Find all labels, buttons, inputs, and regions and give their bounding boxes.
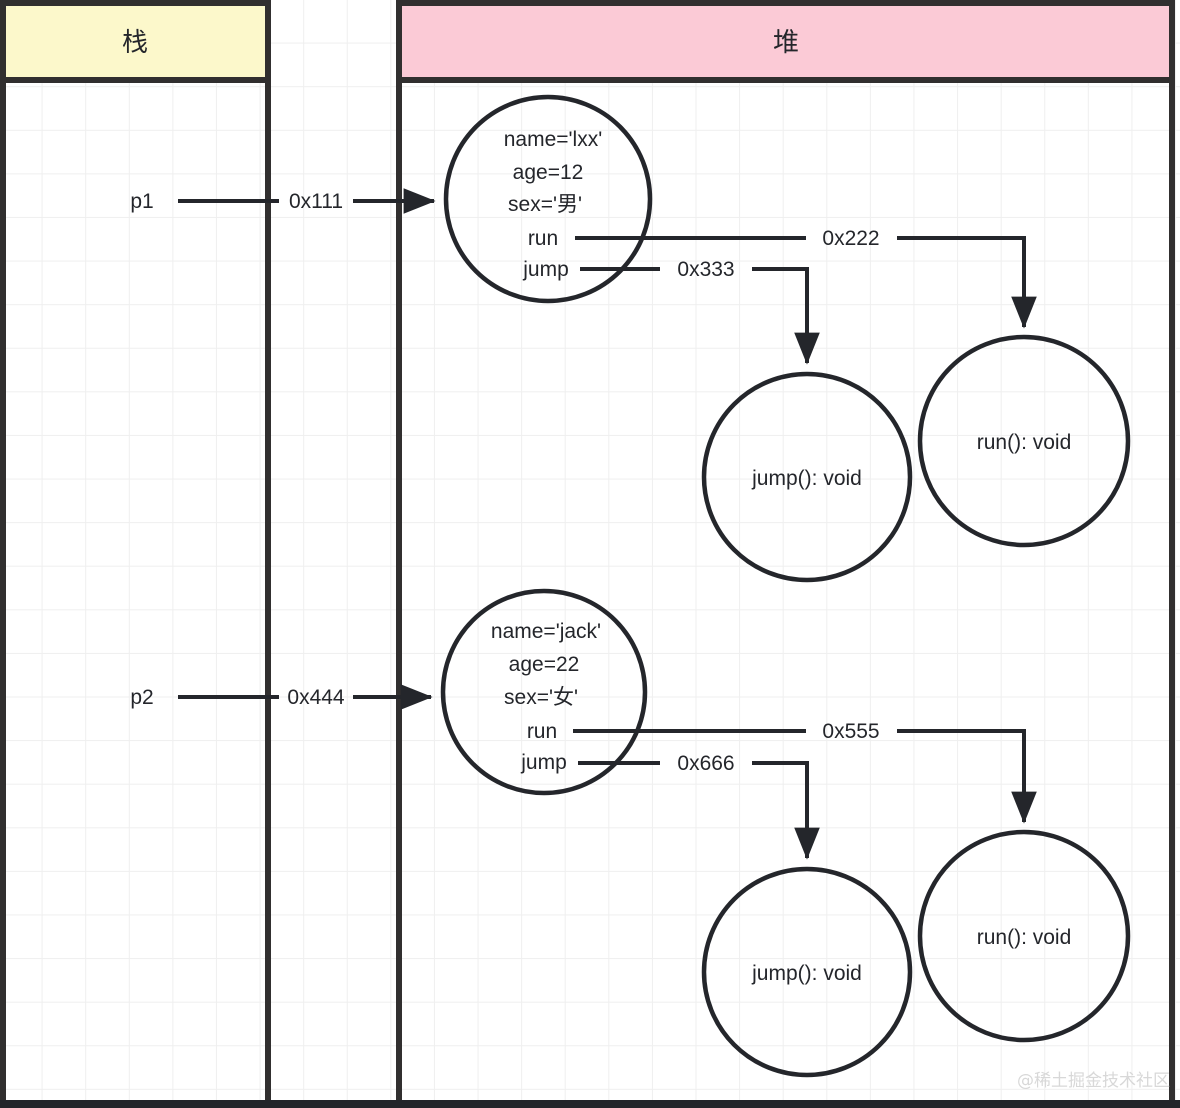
- stack-header-label: 栈: [122, 27, 148, 57]
- edge-obj2-run: 0x555: [573, 720, 1037, 824]
- watermark-label: @稀土掘金技术社区: [1017, 1071, 1170, 1091]
- obj2-property-sex: sex='女': [504, 686, 578, 709]
- stack-header-rect: [0, 0, 271, 83]
- heap-header-label: 堆: [773, 27, 799, 57]
- edge-obj2-jump-segment-right: [752, 761, 820, 860]
- obj2-circle: [440, 588, 648, 796]
- stack-entry-p2: p2 0x444: [130, 684, 433, 710]
- edge-obj1-run: 0x222: [575, 227, 1037, 329]
- stack-var-p2-label: p2: [130, 686, 153, 709]
- pointer-label-0x333: 0x333: [677, 258, 734, 281]
- obj1-property-sex: sex='男': [508, 193, 582, 216]
- jump1-label: jump(): void: [751, 467, 862, 490]
- obj1-method-jump-label: jump: [522, 258, 569, 281]
- edge-obj2-jump: 0x666: [578, 752, 820, 860]
- heap-object-obj1: name='lxx' age=12 sex='男' run jump: [443, 94, 653, 304]
- obj2-property-name: name='jack': [491, 620, 601, 643]
- obj2-property-age: age=22: [509, 653, 580, 676]
- pointer-label-0x555: 0x555: [822, 720, 879, 743]
- obj2-method-jump-label: jump: [520, 751, 567, 774]
- edge-obj1-run-segment-right: [897, 236, 1037, 329]
- obj1-method-run-label: run: [528, 227, 558, 250]
- jump2-circle: [701, 866, 913, 1078]
- jump2-label: jump(): void: [751, 962, 862, 985]
- stack-var-p1-label: p1: [130, 190, 153, 213]
- pointer-label-0x111: 0x111: [289, 190, 343, 213]
- pointer-label-0x666: 0x666: [677, 752, 734, 775]
- run2-label: run(): void: [977, 926, 1072, 949]
- function-node-jump1: jump(): void: [701, 371, 913, 583]
- edge-obj2-run-segment-right: [897, 729, 1037, 824]
- edge-obj1-jump-segment-right: [752, 267, 820, 365]
- run1-label: run(): void: [977, 431, 1072, 454]
- pointer-label-0x222: 0x222: [822, 227, 879, 250]
- obj1-circle: [443, 94, 653, 304]
- edge-obj1-jump: 0x333: [580, 258, 820, 365]
- run1-circle: [917, 334, 1131, 548]
- bottom-bar: [0, 1100, 1180, 1108]
- function-node-run1: run(): void: [917, 334, 1131, 548]
- function-node-jump2: jump(): void: [701, 866, 913, 1078]
- jump1-circle: [701, 371, 913, 583]
- run2-circle: [917, 829, 1131, 1043]
- heap-header-rect: [396, 0, 1175, 83]
- pointer-label-0x444: 0x444: [287, 686, 345, 709]
- heap-object-obj2: name='jack' age=22 sex='女' run jump: [440, 588, 648, 796]
- stack-region: 栈: [0, 0, 271, 1108]
- obj1-property-age: age=12: [513, 161, 584, 184]
- stack-region-box: [0, 0, 271, 1108]
- stack-entry-p1: p1 0x111: [130, 188, 436, 214]
- function-node-run2: run(): void: [917, 829, 1131, 1043]
- obj2-method-run-label: run: [527, 720, 557, 743]
- obj1-property-name: name='lxx': [504, 128, 602, 151]
